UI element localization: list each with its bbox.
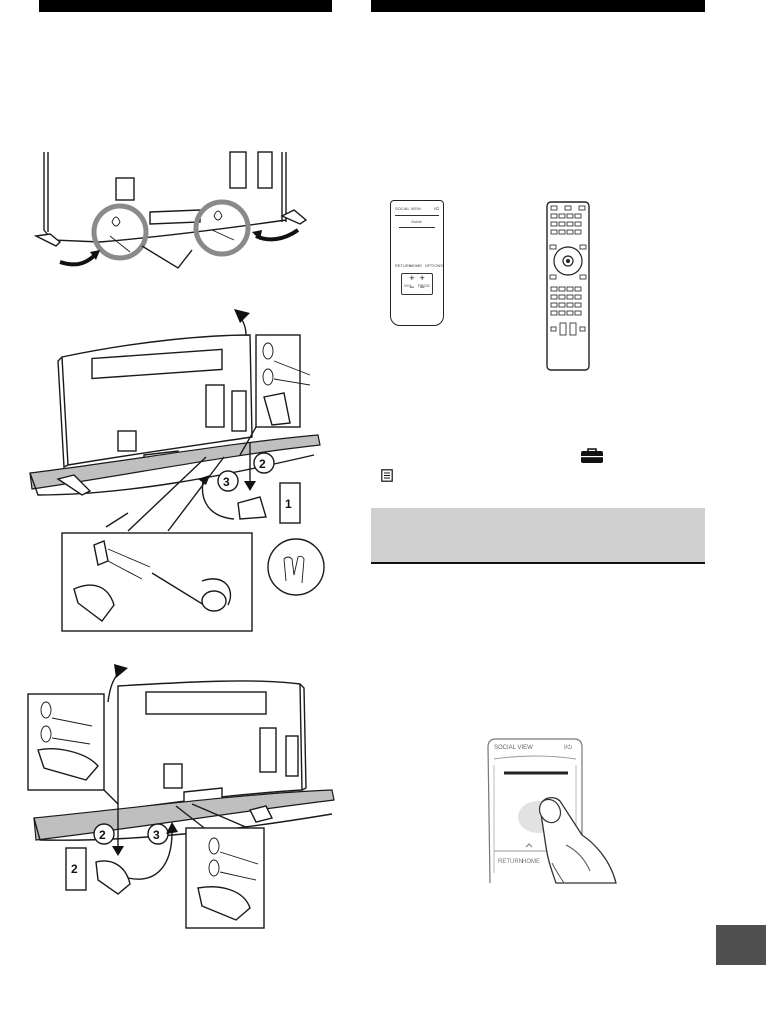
step-number-2: 2 (259, 457, 266, 471)
left-section-heading-bar (39, 0, 332, 12)
remote-return-label: RETURN (395, 263, 412, 268)
step-number-3b: 3 (153, 828, 160, 842)
remote-social-view-label: SOCIAL VIEW (395, 206, 421, 211)
remote-power-label: I/⏻ (433, 206, 439, 211)
tv-stand-attach-illustration-2: 2 2 3 (27, 664, 335, 929)
remote-home-label: HOME (410, 263, 422, 268)
step-number-1: 1 (285, 497, 292, 511)
closeup-home-label: HOME (522, 859, 540, 865)
vol-prog-buttons: + +− − (401, 273, 433, 295)
toolbox-icon (581, 448, 603, 463)
closeup-guide-label: ▪ ▪ ▪ (530, 767, 538, 773)
step-number-2-box: 2 (71, 862, 78, 876)
touchpad-remote-illustration: SOCIAL VIEW I/⏻ Guide RETURN HOME OPTION… (390, 200, 444, 326)
closeup-return-label: RETURN (498, 859, 523, 865)
remote-guide-label: Guide (411, 219, 422, 224)
touchpad-finger-illustration: ▪ ▪ ▪ SOCIAL VIEW I/⏻ RETURN HOME (487, 738, 617, 884)
gray-subheading-band (371, 508, 705, 564)
remote-options-label: OPTIONS (425, 263, 444, 268)
list-icon (381, 469, 393, 482)
standard-remote-illustration (546, 201, 590, 371)
tv-stand-rotate-illustration (33, 151, 308, 269)
closeup-power-label: I/⏻ (564, 744, 572, 751)
remote-prog-label: PROG (418, 283, 430, 288)
page-section-tab (716, 925, 766, 965)
tv-stand-attach-illustration-1: 2 1 3 (29, 309, 325, 632)
step-number-3: 3 (223, 475, 230, 489)
step-number-2b: 2 (99, 828, 106, 842)
remote-vol-label: VOL (404, 283, 413, 288)
right-section-heading-bar (371, 0, 705, 12)
closeup-social-view-label: SOCIAL VIEW (494, 745, 533, 751)
